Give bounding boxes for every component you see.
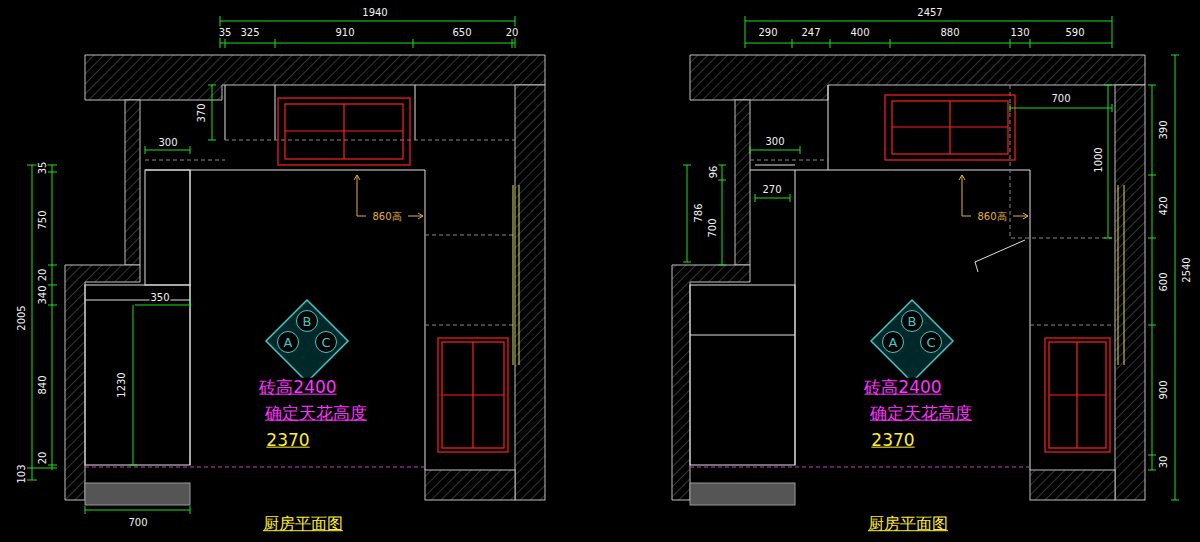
dimension-text: 96 [708,165,719,180]
dimension-text: 340 [37,284,48,305]
dimension-text: 20 [37,268,48,283]
dimension-text: 590 [1064,27,1085,38]
ceiling-height: 2370 [265,431,310,450]
dimension-text: 130 [1009,27,1030,38]
dimension-text: 700 [127,517,148,528]
dimension-text: 910 [334,27,355,38]
view-letter: C [321,336,330,349]
ceiling-height: 2370 [870,431,915,450]
dimension-text: 700 [707,217,718,238]
dimension-text: 300 [764,136,785,147]
dimension-text: 35 [218,27,233,38]
height-note: 860高 [976,211,1007,222]
dimension-text: 786 [693,202,704,223]
dimension-text: 840 [37,374,48,395]
dimension-text: 1230 [116,371,127,398]
dimension-text: 270 [761,184,782,195]
view-marker-circle: B [296,310,318,332]
dimension-text: 247 [800,27,821,38]
dimension-text: 650 [451,27,472,38]
ceiling-note: 确定天花高度 [264,404,368,423]
view-letter: A [284,336,293,349]
view-marker-circle: A [277,331,299,353]
view-letter: A [889,336,898,349]
ceiling-note: 砖高2400 [258,378,337,397]
dimension-text: 300 [157,137,178,148]
dimension-text: 390 [1158,119,1169,140]
dimension-text: 20 [505,27,520,38]
view-marker-circle: C [315,331,337,353]
dimension-text: 20 [37,451,48,466]
view-letter: B [908,315,917,328]
dimension-text: 420 [1158,195,1169,216]
ceiling-note: 砖高2400 [863,378,942,397]
dimension-text: 600 [1158,271,1169,292]
view-marker-circle: C [920,331,942,353]
ceiling-note: 确定天花高度 [869,404,973,423]
dimension-text: 2457 [916,7,943,18]
dimension-text: 103 [16,463,27,484]
dimension-text: 325 [239,27,260,38]
plan-title: 厨房平面图 [867,515,949,533]
height-note: 860高 [371,211,402,222]
dimension-text: 370 [196,102,207,123]
dimension-text: 1940 [361,7,388,18]
dimension-text: 350 [149,292,170,303]
dimension-text: 900 [1158,379,1169,400]
dimension-text: 2005 [16,304,27,331]
dimension-text: 2540 [1181,256,1192,283]
dimension-text: 400 [849,27,870,38]
view-letter: C [926,336,935,349]
view-marker-circle: A [882,331,904,353]
plan-title: 厨房平面图 [262,515,344,533]
view-letter: B [303,315,312,328]
dimension-text: 700 [1050,93,1071,104]
dimension-text: 290 [757,27,778,38]
dimension-text: 35 [37,161,48,176]
dimension-text: 30 [1158,455,1169,470]
dimension-text: 880 [939,27,960,38]
view-marker-circle: B [901,310,923,332]
dimension-text: 750 [37,209,48,230]
dimension-text: 1000 [1093,146,1104,173]
